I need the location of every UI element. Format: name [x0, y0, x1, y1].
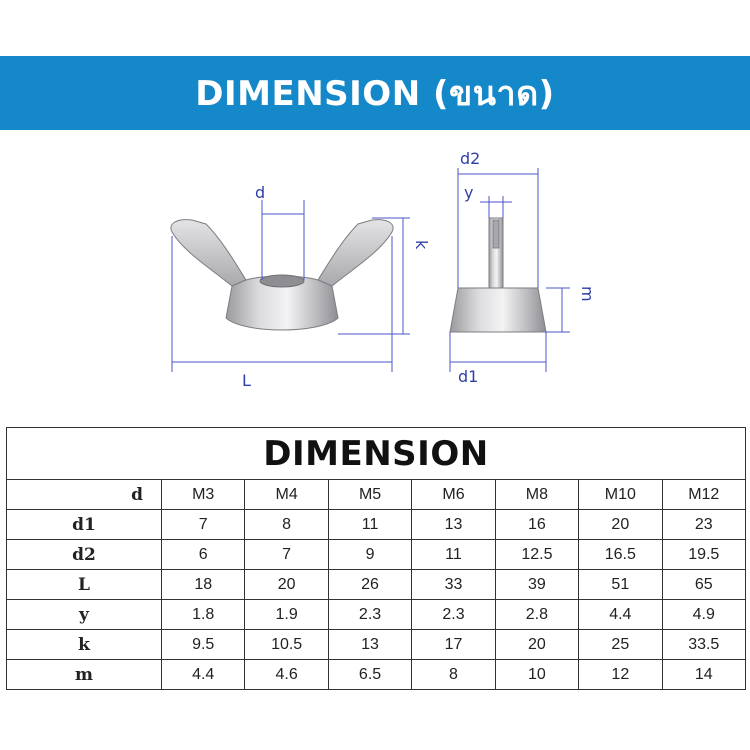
- table-cell: 25: [578, 629, 663, 660]
- label-y: y: [464, 183, 473, 202]
- table-cell: 39: [494, 569, 580, 600]
- dimension-table: DIMENSION d M3 M4 M5 M6 M8 M10 M12 d1 7 …: [6, 427, 747, 690]
- row-label: m: [6, 659, 162, 690]
- table-cell: 26: [327, 569, 413, 600]
- row-label: L: [6, 569, 162, 600]
- size-cell: M3: [160, 479, 246, 510]
- label-m: m: [578, 286, 597, 302]
- table-cell: 10.5: [244, 629, 329, 660]
- table-cell: 12: [578, 659, 663, 690]
- table-title: DIMENSION: [6, 427, 746, 480]
- size-cell: M4: [244, 479, 329, 510]
- table-cell: 2.8: [494, 599, 580, 630]
- label-k: k: [412, 240, 431, 250]
- table-row: L 18 20 26 33 39 51 65: [6, 569, 747, 600]
- table-cell: 1.8: [160, 599, 246, 630]
- banner-title: DIMENSION (ขนาด): [195, 74, 555, 114]
- table-cell: 23: [661, 509, 747, 540]
- size-cell: M5: [327, 479, 413, 510]
- table-cell: 20: [578, 509, 663, 540]
- row-label: d1: [6, 509, 162, 540]
- side-base: [449, 287, 547, 333]
- table-title-row: DIMENSION: [6, 427, 746, 480]
- side-dimension-lines: [449, 168, 570, 372]
- size-cell: M8: [494, 479, 580, 510]
- right-wing: [317, 219, 394, 287]
- table-cell: 8: [411, 659, 496, 690]
- table-cell: 12.5: [494, 539, 580, 570]
- table-cell: 11: [327, 509, 413, 540]
- header-label-d: d: [6, 479, 162, 510]
- table-row: k 9.5 10.5 13 17 20 25 33.5: [6, 629, 747, 660]
- label-L: L: [242, 371, 251, 390]
- table-row: d1 7 8 11 13 16 20 23: [6, 509, 747, 540]
- row-label: k: [6, 629, 162, 660]
- size-cell: M12: [661, 479, 747, 510]
- table-cell: 33.5: [661, 629, 747, 660]
- nut-hole: [259, 274, 305, 288]
- table-cell: 9: [327, 539, 413, 570]
- table-cell: 2.3: [411, 599, 496, 630]
- table-cell: 33: [411, 569, 496, 600]
- table-cell: 6.5: [327, 659, 413, 690]
- row-label: d2: [6, 539, 162, 570]
- table-cell: 13: [411, 509, 496, 540]
- title-banner: DIMENSION (ขนาด): [0, 56, 750, 130]
- table-cell: 7: [160, 509, 246, 540]
- table-cell: 1.9: [244, 599, 329, 630]
- wing-nut-diagram: d k L d2 y m d1: [170, 149, 597, 390]
- label-d: d: [255, 183, 265, 202]
- table-cell: 19.5: [661, 539, 747, 570]
- table-cell: 10: [494, 659, 580, 690]
- front-dimension-lines: [171, 200, 410, 372]
- table-cell: 6: [160, 539, 246, 570]
- side-thread: [492, 219, 500, 249]
- table-cell: 4.6: [244, 659, 329, 690]
- table-cell: 11: [411, 539, 496, 570]
- label-d1: d1: [458, 367, 478, 386]
- table-cell: 16: [494, 509, 580, 540]
- size-cell: M10: [578, 479, 663, 510]
- table-cell: 18: [160, 569, 246, 600]
- table-cell: 9.5: [160, 629, 246, 660]
- table-cell: 17: [411, 629, 496, 660]
- table-cell: 4.4: [578, 599, 663, 630]
- table-cell: 2.3: [327, 599, 413, 630]
- table-cell: 13: [327, 629, 413, 660]
- table-cell: 14: [661, 659, 747, 690]
- table-cell: 16.5: [578, 539, 663, 570]
- size-cell: M6: [411, 479, 496, 510]
- label-d2: d2: [460, 149, 480, 168]
- table-cell: 8: [244, 509, 329, 540]
- table-cell: 4.9: [661, 599, 747, 630]
- table-cell: 51: [578, 569, 663, 600]
- table-header-row: d M3 M4 M5 M6 M8 M10 M12: [6, 479, 747, 510]
- row-label: y: [6, 599, 162, 630]
- table-cell: 20: [244, 569, 329, 600]
- table-row: d2 6 7 9 11 12.5 16.5 19.5: [6, 539, 747, 570]
- table-row: y 1.8 1.9 2.3 2.3 2.8 4.4 4.9: [6, 599, 747, 630]
- wing-nut-side-view: [449, 217, 547, 333]
- table-row: m 4.4 4.6 6.5 8 10 12 14: [6, 659, 747, 690]
- left-wing: [170, 219, 247, 287]
- table-cell: 7: [244, 539, 329, 570]
- table-cell: 20: [494, 629, 580, 660]
- table-cell: 4.4: [160, 659, 246, 690]
- wing-nut-front-view: [170, 219, 394, 331]
- table-cell: 65: [661, 569, 747, 600]
